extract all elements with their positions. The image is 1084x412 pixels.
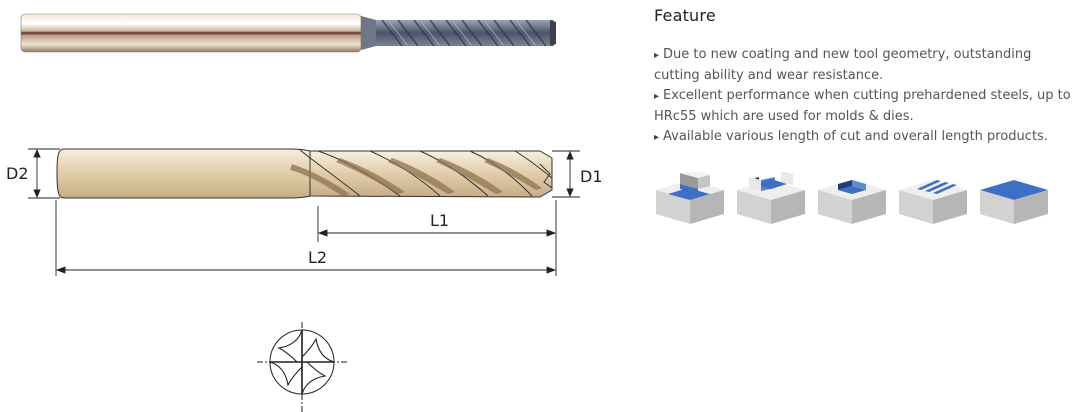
feature-item: ▸Available various length of cut and ove… bbox=[654, 129, 1048, 144]
label-l1: L1 bbox=[430, 211, 449, 230]
label-d2: D2 bbox=[6, 164, 29, 183]
bullet-triangle-icon: ▸ bbox=[654, 50, 660, 61]
feature-title: Feature bbox=[654, 6, 716, 25]
feature-item: ▸Due to new coating and new tool geometr… bbox=[654, 47, 1032, 83]
pocket-milling-icon bbox=[818, 180, 886, 224]
feature-item: ▸Excellent performance when cutting preh… bbox=[654, 88, 1071, 124]
multi-groove-icon bbox=[899, 180, 967, 224]
flute-cross-section bbox=[257, 322, 347, 412]
bullet-triangle-icon: ▸ bbox=[654, 132, 660, 143]
tool-body bbox=[56, 148, 311, 199]
end-mill-dimension-drawing: D2 D1 L1 L2 bbox=[6, 148, 603, 276]
machining-operations bbox=[654, 172, 1074, 232]
shoulder-milling-icon bbox=[656, 172, 724, 224]
label-l2: L2 bbox=[308, 248, 327, 267]
face-milling-icon bbox=[980, 180, 1048, 224]
bullet-triangle-icon: ▸ bbox=[654, 91, 660, 102]
label-d1: D1 bbox=[580, 167, 603, 186]
feature-section: Feature ▸Due to new coating and new tool… bbox=[654, 0, 1079, 412]
slotting-icon bbox=[737, 172, 805, 224]
product-drawings: D2 D1 L1 L2 bbox=[6, 13, 603, 412]
end-mill-photo bbox=[20, 13, 556, 53]
feature-list: ▸Due to new coating and new tool geometr… bbox=[654, 45, 1079, 148]
